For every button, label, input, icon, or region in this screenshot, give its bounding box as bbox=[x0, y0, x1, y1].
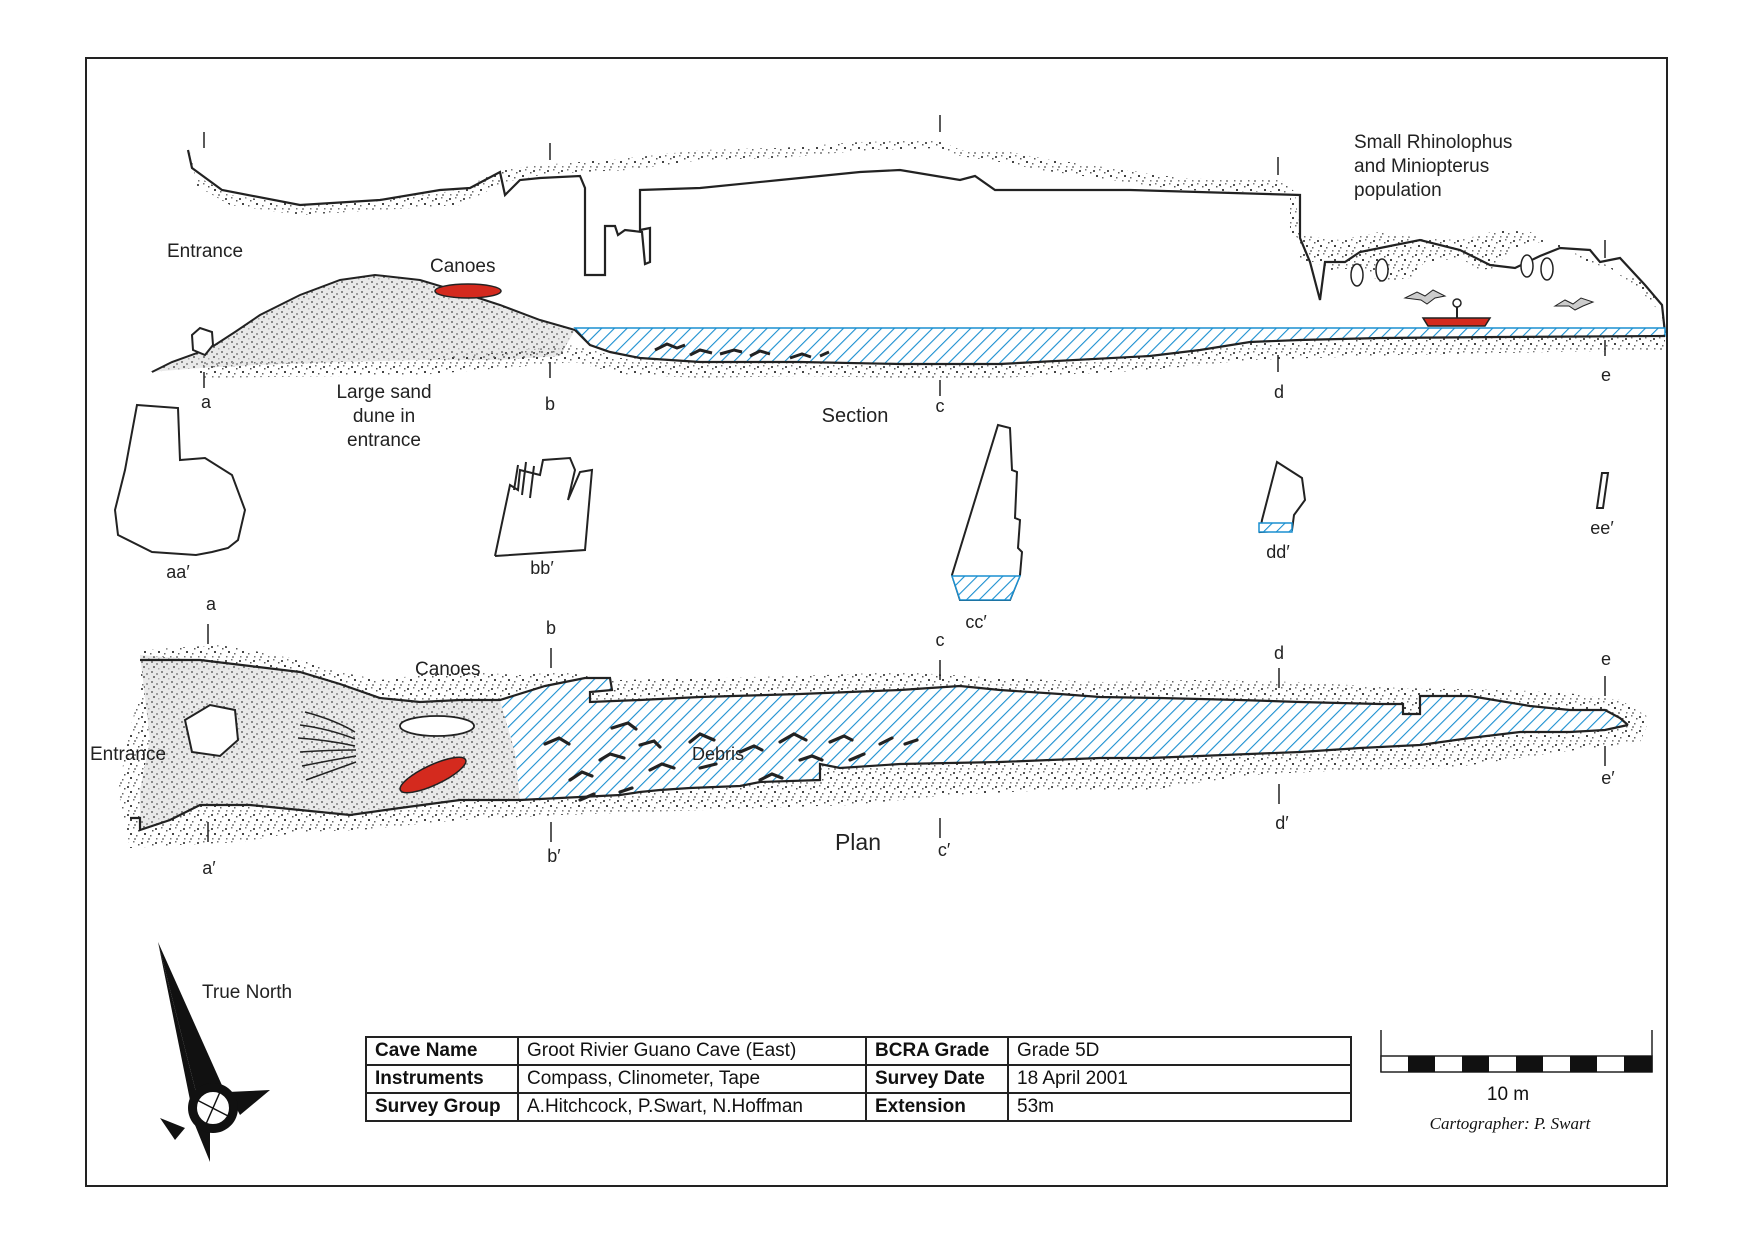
plan-station-d-prime: d′ bbox=[1275, 813, 1289, 833]
cross-section-cc bbox=[950, 423, 1024, 601]
instruments-value: Compass, Clinometer, Tape bbox=[517, 1064, 867, 1094]
table-row: Instruments Compass, Clinometer, Tape Su… bbox=[365, 1064, 1352, 1094]
scale-label: 10 m bbox=[1486, 1084, 1530, 1105]
plan-debris bbox=[543, 721, 919, 802]
plan-station-ticks bbox=[207, 624, 1606, 842]
section-station-ticks bbox=[203, 115, 1606, 396]
map-frame bbox=[85, 57, 1668, 1187]
dune-scour-lines bbox=[297, 711, 357, 781]
survey-group-key: Survey Group bbox=[365, 1092, 519, 1122]
section-ceiling-line bbox=[186, 149, 1667, 334]
section-station-a: a bbox=[201, 392, 212, 412]
dune-label-line-2: dune in bbox=[353, 406, 415, 427]
plan-station-b: b bbox=[546, 618, 556, 638]
plan-station-a-prime: a′ bbox=[202, 858, 216, 878]
plan-wall-south bbox=[130, 723, 1629, 832]
cross-section-cc-water bbox=[950, 575, 1022, 601]
flying-bats-icon bbox=[1403, 289, 1595, 311]
cross-section-bb bbox=[494, 456, 594, 557]
cave-name-value: Groot Rivier Guano Cave (East) bbox=[517, 1036, 867, 1066]
section-entrance-label: Entrance bbox=[167, 241, 243, 262]
cross-section-bb-label: bb′ bbox=[530, 558, 554, 578]
bcra-grade-key: BCRA Grade bbox=[865, 1036, 1009, 1066]
table-row: Survey Group A.Hitchcock, P.Swart, N.Hof… bbox=[365, 1092, 1352, 1122]
section-canoes-label: Canoes bbox=[430, 256, 496, 277]
section-canoe-with-paddler bbox=[1421, 317, 1492, 327]
bats-label-line-2: and Miniopterus bbox=[1354, 156, 1489, 177]
section-station-b: b bbox=[545, 394, 555, 414]
dune-label-line-3: entrance bbox=[347, 430, 421, 451]
plan-canoe-red bbox=[399, 756, 467, 794]
survey-date-value: 18 April 2001 bbox=[1007, 1064, 1352, 1094]
instruments-key: Instruments bbox=[365, 1064, 519, 1094]
section-station-e: e bbox=[1601, 365, 1611, 385]
section-station-d: d bbox=[1274, 382, 1284, 402]
section-view: Entrance Canoes Large sand dune in entra… bbox=[150, 115, 1667, 451]
survey-info-table: Cave Name Groot Rivier Guano Cave (East)… bbox=[365, 1036, 1352, 1122]
cross-section-dd-water bbox=[1258, 522, 1293, 533]
plan-canoes-label: Canoes bbox=[415, 659, 481, 680]
table-row: Cave Name Groot Rivier Guano Cave (East)… bbox=[365, 1036, 1352, 1066]
section-sand-dune bbox=[150, 275, 575, 372]
cross-sections: aa′ bb′ cc′ dd′ ee′ bbox=[113, 403, 1614, 632]
section-boulder bbox=[190, 326, 215, 357]
plan-station-a: a bbox=[206, 594, 217, 614]
plan-boulder bbox=[183, 703, 240, 758]
cartographer-credit: Cartographer: P. Swart bbox=[1429, 1114, 1591, 1133]
plan-wall-north bbox=[140, 658, 1629, 726]
section-ceiling-rock bbox=[190, 140, 1665, 330]
scale-bar bbox=[1380, 1030, 1653, 1073]
section-debris bbox=[654, 342, 830, 360]
section-title: Section bbox=[822, 405, 889, 427]
section-floor-line bbox=[574, 329, 1666, 366]
plan-debris-label: Debris bbox=[692, 744, 744, 764]
plan-station-d: d bbox=[1274, 643, 1284, 663]
paddler-head bbox=[1452, 298, 1462, 308]
bcra-grade-value: Grade 5D bbox=[1007, 1036, 1352, 1066]
cross-section-aa bbox=[113, 403, 247, 557]
dune-label-line-1: Large sand bbox=[336, 382, 431, 403]
north-label: True North bbox=[202, 982, 292, 1003]
plan-title: Plan bbox=[835, 829, 881, 855]
plan-entrance-label: Entrance bbox=[90, 744, 166, 765]
hanging-bats-icon bbox=[1350, 254, 1554, 287]
plan-station-c-prime: c′ bbox=[938, 840, 951, 860]
bats-label-line-1: Small Rhinolophus bbox=[1354, 132, 1512, 153]
cross-section-dd bbox=[1258, 460, 1307, 534]
plan-view: Entrance Canoes Debris Plan a b c d e a′… bbox=[90, 594, 1650, 878]
plan-water bbox=[500, 678, 1628, 800]
cross-section-aa-label: aa′ bbox=[166, 562, 190, 582]
section-canoe bbox=[434, 283, 502, 299]
north-arrow-icon bbox=[158, 942, 270, 1162]
cross-section-ee-label: ee′ bbox=[1590, 518, 1614, 538]
cross-section-dd-label: dd′ bbox=[1266, 542, 1290, 562]
plan-station-e-prime: e′ bbox=[1601, 768, 1615, 788]
cross-section-ee bbox=[1595, 472, 1610, 509]
extension-key: Extension bbox=[865, 1092, 1009, 1122]
survey-date-key: Survey Date bbox=[865, 1064, 1009, 1094]
survey-group-value: A.Hitchcock, P.Swart, N.Hoffman bbox=[517, 1092, 867, 1122]
bats-label-line-3: population bbox=[1354, 180, 1442, 201]
plan-station-e: e bbox=[1601, 649, 1611, 669]
section-floor-rock bbox=[200, 334, 1665, 378]
extension-value: 53m bbox=[1007, 1092, 1352, 1122]
cave-name-key: Cave Name bbox=[365, 1036, 519, 1066]
section-station-c: c bbox=[936, 396, 945, 416]
plan-station-b-prime: b′ bbox=[547, 846, 561, 866]
plan-station-c: c bbox=[936, 630, 945, 650]
plan-canoe-empty bbox=[399, 715, 475, 737]
cross-section-cc-label: cc′ bbox=[965, 612, 987, 632]
cross-section-bb-walls bbox=[513, 461, 535, 499]
